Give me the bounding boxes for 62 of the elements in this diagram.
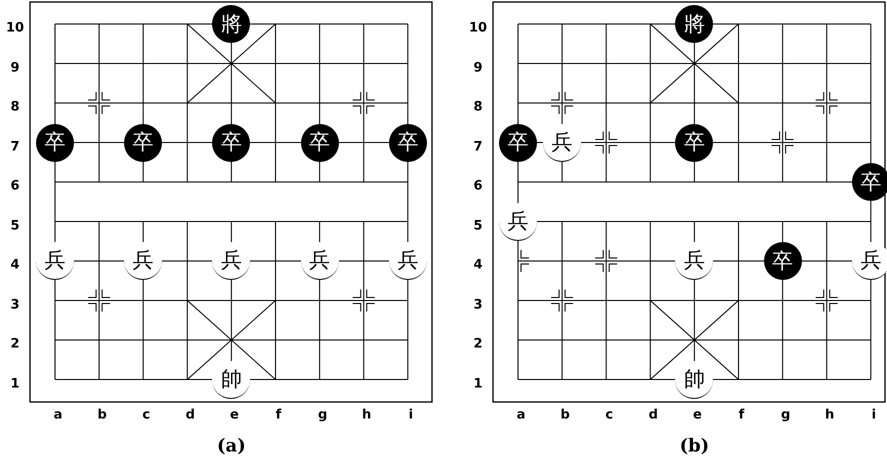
rank-number: 4: [10, 258, 20, 272]
game-piece: 卒: [764, 242, 802, 280]
game-piece: 卒: [388, 124, 427, 162]
board-caption: (b): [680, 436, 710, 456]
game-piece: 卒: [124, 124, 162, 162]
game-piece: 卒: [300, 124, 339, 162]
game-piece: 兵: [300, 242, 339, 280]
rank-number: 2: [473, 336, 483, 352]
game-piece: 兵: [675, 242, 714, 280]
rank-number: 10: [6, 20, 24, 36]
board-caption: (a): [217, 436, 246, 456]
file-letter: d: [648, 408, 658, 422]
game-piece: 兵: [36, 242, 74, 280]
file-letter: h: [362, 408, 372, 422]
file-letter: d: [186, 408, 195, 422]
game-piece: 將: [675, 5, 714, 43]
file-letter: c: [605, 408, 614, 422]
game-piece: 卒: [852, 163, 887, 201]
rank-number: 1: [10, 376, 20, 391]
rank-number: 5: [10, 218, 20, 233]
file-letter: g: [318, 408, 328, 422]
file-letter: f: [276, 408, 282, 422]
rank-number: 9: [473, 60, 483, 75]
rank-number: 8: [473, 100, 483, 114]
game-piece: 卒: [212, 124, 250, 162]
rank-number: 8: [10, 100, 20, 114]
file-letter: i: [408, 408, 414, 422]
game-piece: 將: [212, 5, 250, 43]
file-letter: b: [560, 408, 570, 422]
file-letter: e: [692, 408, 702, 422]
game-piece: 帥: [675, 360, 714, 398]
game-piece: 卒: [36, 124, 74, 162]
file-letter: i: [872, 408, 876, 422]
rank-number: 1: [473, 376, 483, 391]
game-piece: 卒: [499, 124, 537, 162]
file-letter: a: [54, 408, 62, 422]
file-letter: e: [230, 408, 239, 422]
rank-number: 5: [473, 218, 483, 233]
rank-number: 3: [473, 297, 483, 312]
rank-number: 7: [10, 139, 20, 154]
rank-number: 9: [10, 60, 20, 75]
game-piece: 兵: [388, 242, 427, 280]
rank-number: 10: [468, 20, 488, 36]
game-piece: 兵: [543, 124, 582, 162]
rank-number: 3: [10, 297, 20, 312]
game-piece: 帥: [212, 360, 250, 398]
file-letter: c: [142, 408, 150, 422]
rank-number: 2: [10, 336, 20, 352]
file-letter: g: [780, 408, 790, 422]
file-letter: b: [97, 408, 107, 422]
file-letter: a: [516, 408, 526, 422]
game-piece: 兵: [852, 242, 887, 280]
game-piece: 卒: [675, 124, 714, 162]
file-letter: f: [738, 408, 744, 422]
rank-number: 7: [473, 139, 483, 154]
rank-number: 4: [473, 258, 483, 272]
rank-number: 6: [473, 178, 483, 194]
rank-number: 6: [10, 178, 20, 194]
file-letter: h: [825, 408, 834, 422]
game-piece: 兵: [499, 202, 537, 240]
game-piece: 兵: [212, 242, 250, 280]
game-piece: 兵: [124, 242, 162, 280]
